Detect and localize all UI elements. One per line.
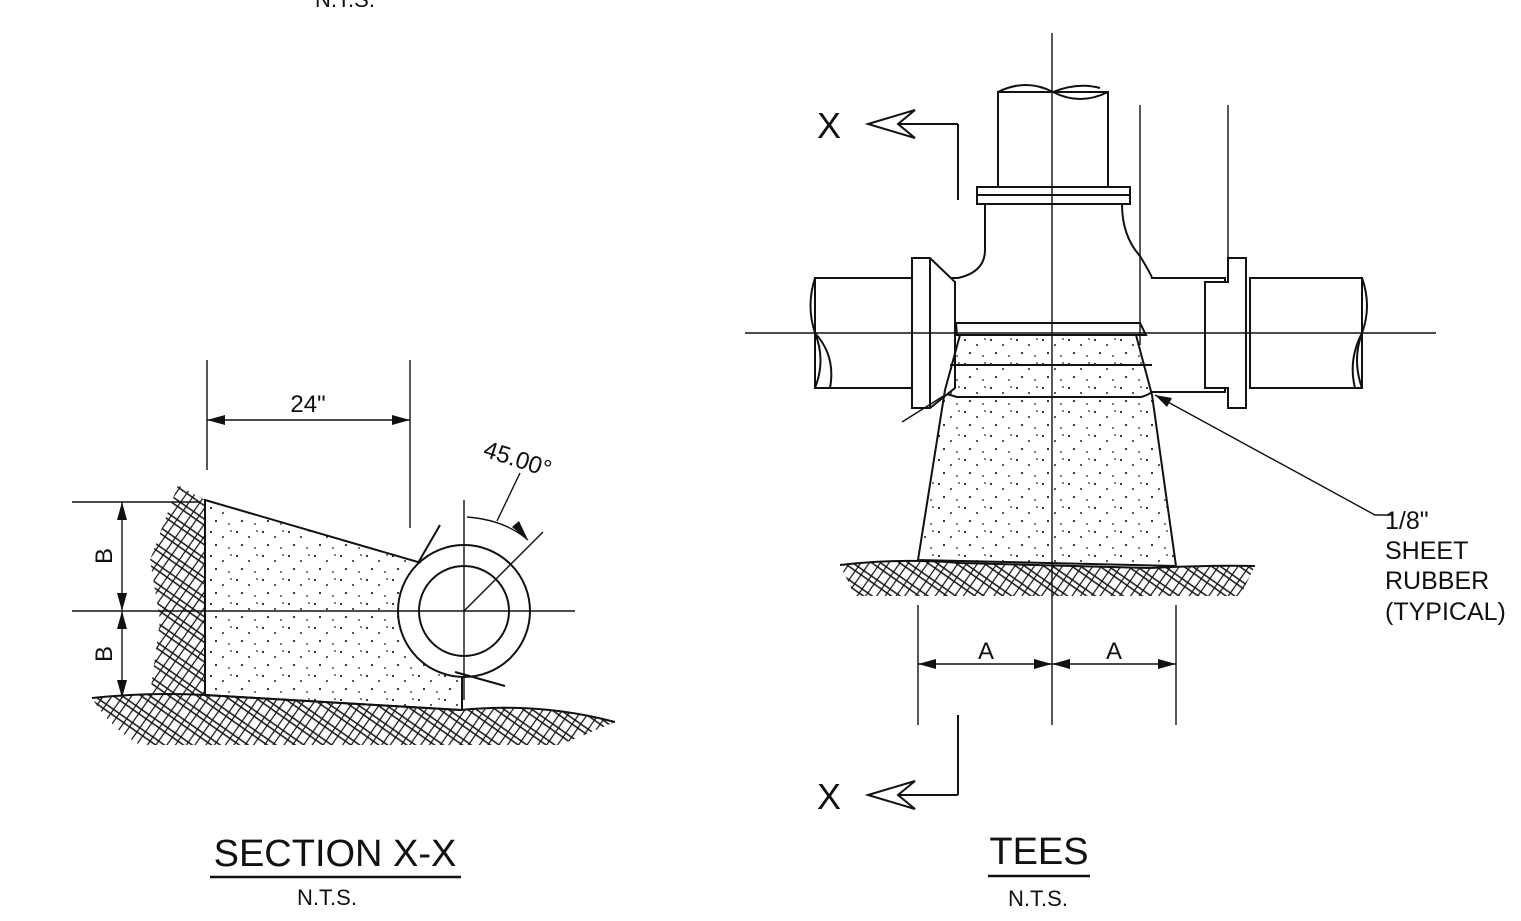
tees-section-arrow-bottom (864, 780, 916, 810)
section-title: SECTION X-X (214, 833, 457, 875)
note-line: 1/8" (1385, 507, 1429, 535)
section-angle-arc (466, 516, 529, 541)
section-width-dimension: 24" (290, 391, 325, 418)
tees-section-arrow-top (864, 109, 916, 139)
tees-section-mark-bottom: X (817, 776, 841, 817)
tees-view: X X A A 1/8" SHEET RUBBER (TYPICAL) TEES… (745, 33, 1506, 911)
note-line: (TYPICAL) (1385, 598, 1506, 626)
tees-scale: N.T.S. (1008, 886, 1068, 911)
tees-note-leader (1154, 394, 1392, 516)
section-angle-dimension: 45.00° (480, 436, 555, 483)
section-scale: N.T.S. (297, 885, 357, 910)
section-x-x-view: 24" B B 45.00° SECTION X-X N.T.S. (72, 360, 616, 910)
tees-title: TEES (989, 831, 1088, 873)
section-dimension-b-upper: B (91, 548, 118, 564)
section-wall-soil-hatch (150, 485, 205, 695)
tees-ground-line (839, 559, 1256, 570)
section-angle-line (463, 531, 544, 612)
section-dimension-b-lower: B (91, 646, 118, 662)
tees-dimension-a-right: A (1106, 638, 1122, 665)
tees-section-mark-top: X (817, 105, 841, 146)
tees-dimension-a-left: A (978, 638, 994, 665)
tees-rubber-note: 1/8" SHEET RUBBER (TYPICAL) (1385, 507, 1506, 626)
section-soil-hatch (92, 694, 615, 745)
note-line: SHEET (1385, 537, 1468, 565)
tees-thrust-block (916, 334, 1178, 568)
top-scale-fragment: N.T.S. (315, 0, 375, 12)
note-line: RUBBER (1385, 567, 1489, 595)
tees-soil-hatch (840, 560, 1255, 596)
